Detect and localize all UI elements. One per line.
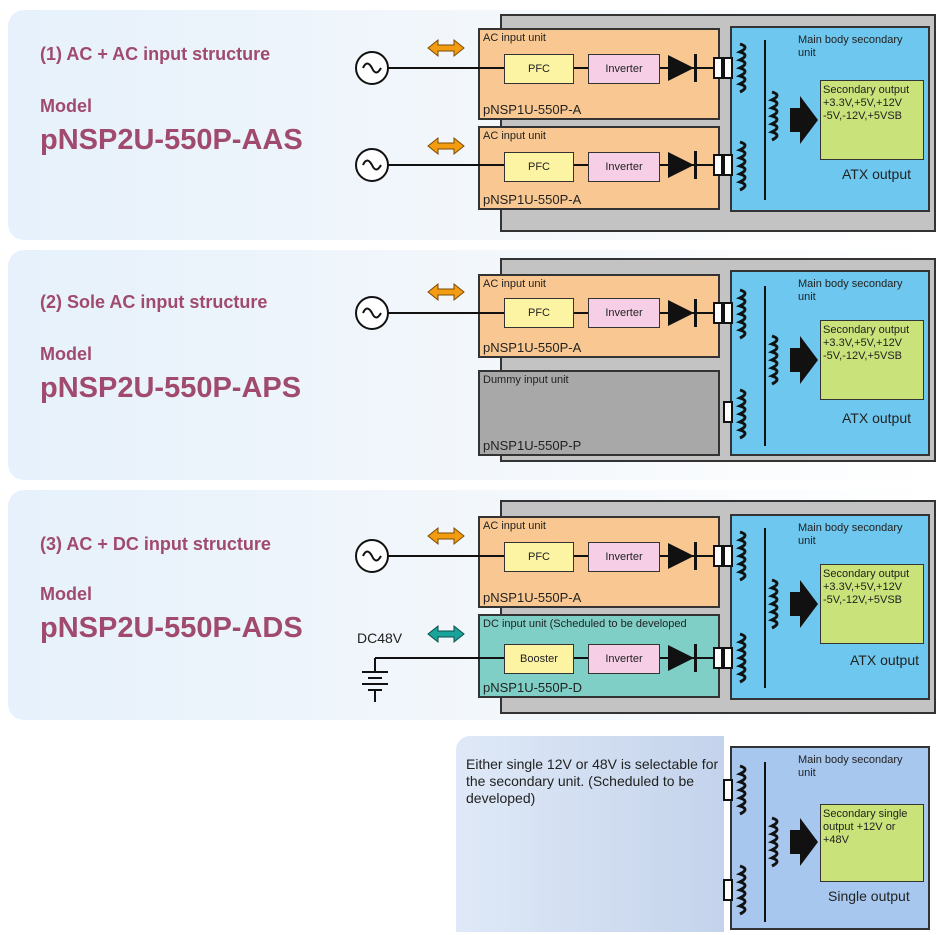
pfc-block: PFC	[504, 542, 574, 572]
unit-model: pNSP1U-550P-A	[483, 340, 582, 355]
unit-title: AC input unit	[483, 130, 546, 142]
unit-model: pNSP1U-550P-A	[483, 590, 582, 605]
inverter-block: Inverter	[588, 542, 660, 572]
booster-block: Booster	[504, 644, 574, 674]
secondary-title: Main body secondary unit	[798, 522, 903, 547]
pfc-block: PFC	[504, 152, 574, 182]
swap-arrow-icon	[427, 38, 465, 546]
secondary-title: Main body secondary unit	[798, 754, 903, 779]
output-label: ATX output	[850, 652, 920, 668]
model-label: Model	[40, 96, 92, 116]
unit-model: pNSP1U-550P-D	[483, 680, 582, 695]
ac-source-icon	[355, 296, 389, 330]
unit-title: AC input unit	[483, 32, 546, 44]
dc48v-label: DC48V	[357, 630, 403, 646]
ac-source-icon	[355, 148, 389, 182]
unit-model: pNSP1U-550P-A	[483, 192, 582, 207]
note-text: Either single 12V or 48V is selectable f…	[466, 756, 719, 806]
section-title: (1) AC + AC input structure	[40, 44, 271, 64]
connector-icon	[713, 57, 733, 901]
secondary-output-box: Secondary output +3.3V,+5V,+12V -5V,-12V…	[820, 564, 924, 644]
output-label: ATX output	[842, 410, 912, 426]
model-label: Model	[40, 584, 92, 604]
diode-icon	[668, 54, 697, 672]
inverter-block: Inverter	[588, 54, 660, 84]
output-label: ATX output	[842, 166, 912, 182]
unit-title: AC input unit	[483, 278, 546, 290]
unit-model: pNSP1U-550P-P	[483, 438, 582, 453]
model-label: Model	[40, 344, 92, 364]
section-title: (3) AC + DC input structure	[40, 534, 271, 554]
note-panel	[456, 736, 724, 932]
unit-model: pNSP1U-550P-A	[483, 102, 582, 117]
output-label: Single output	[828, 888, 910, 904]
unit-title: Dummy input unit	[483, 374, 569, 386]
model-name: pNSP2U-550P-AAS	[40, 124, 303, 156]
model-name: pNSP2U-550P-APS	[40, 372, 302, 404]
ac-source-icon	[355, 539, 389, 573]
battery-icon	[362, 658, 388, 702]
pfc-block: PFC	[504, 298, 574, 328]
secondary-output-box: Secondary output +3.3V,+5V,+12V -5V,-12V…	[820, 80, 924, 160]
inverter-block: Inverter	[588, 152, 660, 182]
inverter-block: Inverter	[588, 644, 660, 674]
ac-source-icon	[355, 51, 389, 85]
swap-arrow-icon	[427, 624, 465, 644]
unit-title: DC input unit (Scheduled to be developed	[483, 618, 687, 630]
secondary-title: Main body secondary unit	[798, 278, 903, 303]
dummy-input-unit: Dummy input unit pNSP1U-550P-P	[478, 370, 720, 456]
secondary-output-box: Secondary output +3.3V,+5V,+12V -5V,-12V…	[820, 320, 924, 400]
secondary-output-box: Secondary single output +12V or +48V	[820, 804, 924, 882]
section-title: (2) Sole AC input structure	[40, 292, 268, 312]
pfc-block: PFC	[504, 54, 574, 84]
inverter-block: Inverter	[588, 298, 660, 328]
unit-title: AC input unit	[483, 520, 546, 532]
transformer-icon	[738, 40, 779, 922]
model-name: pNSP2U-550P-ADS	[40, 612, 303, 644]
secondary-title: Main body secondary unit	[798, 34, 903, 59]
arrow-right-icon	[790, 96, 818, 866]
